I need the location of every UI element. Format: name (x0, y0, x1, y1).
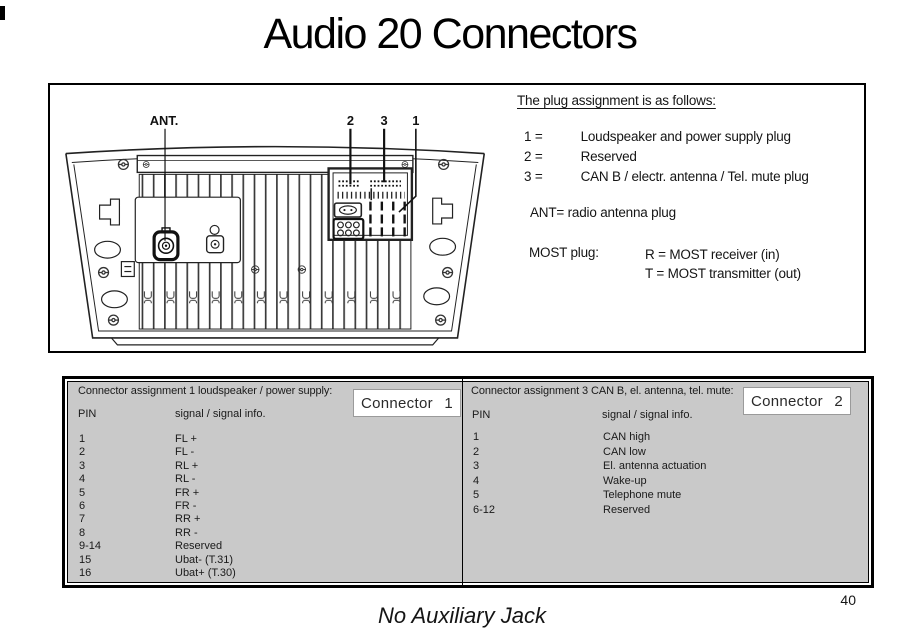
pin-cell: 16 (79, 566, 92, 579)
connector-assignment-table: Connector assignment 1 loudspeaker / pow… (62, 376, 874, 588)
plug-info-heading: The plug assignment is as follows: (517, 93, 716, 108)
label-3: 3 (381, 113, 388, 128)
table-row: 8 RR - (65, 527, 462, 540)
plug-info-item: 3 = CAN B / electr. antenna / Tel. mute … (524, 169, 809, 189)
ant-note: ANT= radio antenna plug (530, 205, 676, 220)
signal-cell: RL - (175, 473, 196, 486)
plug-info-list: 1 = Loudspeaker and power supply plug 2 … (524, 129, 809, 189)
pin-cell: 8 (79, 526, 86, 539)
label-ant: ANT. (150, 113, 179, 128)
plug-desc: Reserved (580, 149, 637, 164)
pin-cell: 5 (473, 489, 480, 502)
leader-lines (164, 128, 417, 241)
signal-cell: RL + (175, 459, 199, 472)
pin-cell: 4 (79, 473, 86, 486)
pin-cell: 1 (79, 433, 86, 445)
column-header: Connector assignment 3 CAN B, el. antenn… (471, 385, 734, 397)
signal-cell: Wake-up (603, 474, 647, 487)
table-row: 6 FR - (65, 500, 462, 513)
pin-cell: 5 (79, 486, 86, 499)
signal-header: signal / signal info. (175, 408, 266, 420)
pin-cell: 1 (473, 431, 480, 443)
table-row: 4 RL - (65, 473, 462, 486)
connector-2-column: Connector assignment 3 CAN B, el. antenn… (463, 379, 871, 585)
table-row: 15 Ubat- (T.31) (65, 554, 462, 567)
connector-2-badge: Connector 2 (743, 387, 851, 415)
table-row: 6-12 Reserved (463, 503, 871, 518)
connector-1-badge: Connector 1 (353, 389, 461, 417)
plug-info-item: 2 = Reserved (524, 149, 809, 169)
most-line-t: T = MOST transmitter (out) (645, 266, 801, 281)
signal-cell: Reserved (603, 503, 651, 516)
plug-desc: Loudspeaker and power supply plug (580, 129, 792, 144)
pin-header: PIN (78, 408, 97, 420)
column-header: Connector assignment 1 loudspeaker / pow… (78, 385, 333, 397)
connector-1-column: Connector assignment 1 loudspeaker / pow… (65, 379, 463, 585)
signal-cell: RR - (175, 526, 198, 539)
plug-key: 1 = (524, 129, 543, 144)
connector-block (327, 167, 414, 241)
pin-cell: 7 (79, 513, 86, 526)
table-row: 5 Telephone mute (463, 488, 871, 503)
scan-artifact (0, 6, 5, 20)
signal-cell: CAN high (603, 431, 651, 443)
signal-cell: Ubat+ (T.30) (175, 566, 236, 579)
column-head-row: PIN signal / signal info. (65, 408, 462, 421)
chassis-outline (65, 145, 486, 346)
table-row: 1 CAN high (463, 430, 871, 445)
table-row: 4 Wake-up (463, 474, 871, 489)
pin-rows: 1 FL + 2 FL - 3 RL + 4 RL - 5 FR + 6 FR - 7 RR + 8 RR -… (65, 433, 462, 580)
signal-cell: FR + (175, 486, 200, 499)
signal-cell: Telephone mute (603, 489, 682, 502)
most-plug (333, 202, 363, 218)
figure-panel: ANT. 2 3 1 The plug assignment is as fol… (48, 83, 866, 353)
page-title: Audio 20 Connectors (263, 10, 638, 58)
table-row: 16 Ubat+ (T.30) (65, 567, 462, 580)
plug-key: 2 = (524, 149, 543, 164)
table-row: 5 FR + (65, 487, 462, 500)
pin-cell: 6 (79, 499, 86, 512)
pin-cell: 2 (79, 446, 86, 459)
pin-cell: 4 (473, 474, 480, 487)
table-row: 1 FL + (65, 433, 462, 446)
table-row: 2 FL - (65, 446, 462, 459)
pin-cell: 9-14 (79, 540, 102, 553)
footer-note: No Auxiliary Jack (378, 603, 546, 628)
pin-cell: 6-12 (473, 503, 496, 516)
signal-cell: FL - (175, 446, 195, 459)
table-row: 2 CAN low (463, 445, 871, 460)
most-line-r: R = MOST receiver (in) (645, 247, 780, 262)
signal-cell: El. antenna actuation (603, 460, 707, 473)
antenna-plate (134, 196, 241, 264)
signal-cell: Reserved (175, 540, 223, 553)
pin-cell: 15 (79, 553, 92, 566)
plug-assignment-info: The plug assignment is as follows: 1 = L… (515, 85, 864, 351)
label-1: 1 (412, 113, 419, 128)
most-plug-label: MOST plug: (529, 245, 599, 260)
table-row: 3 RL + (65, 460, 462, 473)
most-plug-lines: R = MOST receiver (in) T = MOST transmit… (645, 245, 801, 283)
signal-cell: Ubat- (T.31) (175, 553, 234, 566)
plug-info-item: 1 = Loudspeaker and power supply plug (524, 129, 809, 149)
pin-cell: 3 (79, 459, 86, 472)
signal-cell: RR + (175, 513, 201, 526)
pin-cell: 3 (473, 460, 480, 473)
signal-header: signal / signal info. (602, 409, 693, 421)
table-row: 7 RR + (65, 513, 462, 526)
label-2: 2 (347, 113, 354, 128)
pin-header: PIN (472, 409, 491, 421)
signal-cell: FR - (175, 499, 197, 512)
signal-cell: FL + (175, 433, 197, 445)
plug-key: 3 = (524, 169, 543, 184)
column-head-row: PIN signal / signal info. (463, 408, 871, 423)
table-row: 9-14 Reserved (65, 540, 462, 553)
pin-cell: 2 (473, 445, 480, 458)
page-number: 40 (840, 592, 856, 608)
signal-cell: CAN low (603, 445, 646, 458)
rear-view-diagram: ANT. 2 3 1 (65, 113, 486, 346)
table-row: 3 El. antenna actuation (463, 459, 871, 474)
mount-slots (94, 197, 457, 309)
plug-desc: CAN B / electr. antenna / Tel. mute plug (580, 169, 809, 184)
